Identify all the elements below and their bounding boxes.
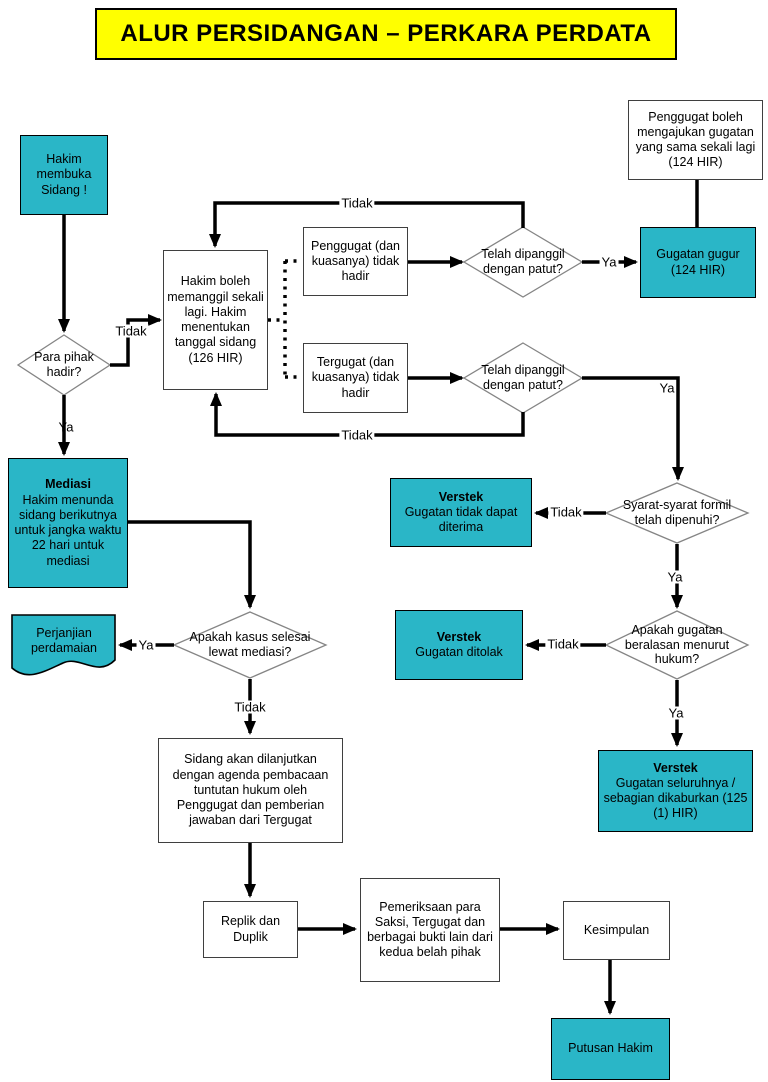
node-putusan-hakim: Putusan Hakim xyxy=(551,1018,670,1080)
edge-label-tidak-parapihak: Tidak xyxy=(113,323,149,339)
node-penggugat-tidak-hadir: Penggugat (dan kuasanya) tidak hadir xyxy=(303,227,408,296)
node-penggugat-boleh-mengajukan: Penggugat boleh mengajukan gugatan yang … xyxy=(628,100,763,180)
node-verstek-ditolak-body: Gugatan ditolak xyxy=(415,645,503,659)
node-hakim-membuka-sidang: Hakim membuka Sidang ! xyxy=(20,135,108,215)
node-verstek-dikabulkan-title: Verstek xyxy=(653,760,698,775)
edge-label-tidak-loop-top: Tidak xyxy=(339,195,375,211)
decision-kasus-selesai-shape xyxy=(172,611,328,679)
node-mediasi-body: Hakim menunda sidang berikutnya untuk ja… xyxy=(14,492,122,568)
node-kesimpulan: Kesimpulan xyxy=(563,901,670,960)
edge-label-tidak-loop-bottom: Tidak xyxy=(339,427,375,443)
node-gugatan-gugur: Gugatan gugur (124 HIR) xyxy=(640,227,756,298)
node-verstek-dikabulkan: Verstek Gugatan seluruhnya / sebagian di… xyxy=(598,750,753,832)
edge-label-tidak-mediasi: Tidak xyxy=(232,699,268,715)
edge-label-tidak-beralasan: Tidak xyxy=(545,636,581,652)
decision-telah-dipanggil-2: Telah dipanggil dengan patut? xyxy=(481,363,565,392)
node-verstek-tidak-diterima-body: Gugatan tidak dapat diterima xyxy=(404,504,518,535)
edge-label-ya-gugur: Ya xyxy=(599,254,619,270)
document-perjanjian-label: Perjanjian perdamaian xyxy=(30,626,97,655)
edge-label-ya-beralasan: Ya xyxy=(666,705,686,721)
edge-label-ya-perdamaian: Ya xyxy=(136,637,156,653)
decision-gugatan-beralasan-shape xyxy=(604,610,750,680)
arrow-parapihak-tidak xyxy=(110,314,162,367)
arrow-diamond2-ya xyxy=(582,376,684,481)
decision-kasus-selesai: Apakah kasus selesai lewat mediasi? xyxy=(189,630,311,659)
node-verstek-tidak-diterima: Verstek Gugatan tidak dapat diterima xyxy=(390,478,532,547)
page-title: ALUR PERSIDANGAN – PERKARA PERDATA xyxy=(95,8,677,60)
node-mediasi-title: Mediasi xyxy=(45,477,91,492)
connector-dashed xyxy=(268,259,301,379)
edge-label-ya-dipanggil2: Ya xyxy=(659,380,675,396)
decision-para-pihak-hadir: Para pihak hadir? xyxy=(34,350,94,379)
node-verstek-ditolak: Verstek Gugatan ditolak xyxy=(395,610,523,680)
node-tergugat-tidak-hadir: Tergugat (dan kuasanya) tidak hadir xyxy=(303,343,408,413)
node-hakim-boleh-memanggil: Hakim boleh memanggil sekali lagi. Hakim… xyxy=(163,250,268,390)
edge-label-ya-syarat: Ya xyxy=(665,569,685,585)
decision-syarat-formil: Syarat-syarat formil telah dipenuhi? xyxy=(622,498,732,527)
decision-gugatan-beralasan: Apakah gugatan beralasan menurut hukum? xyxy=(624,622,730,667)
arrow-mediasi-to-diamond4 xyxy=(128,520,256,609)
node-verstek-dikabulkan-body: Gugatan seluruhnya / sebagian dikaburkan… xyxy=(603,775,748,821)
node-pemeriksaan-saksi: Pemeriksaan para Saksi, Tergugat dan ber… xyxy=(360,878,500,982)
node-sidang-dilanjutkan: Sidang akan dilanjutkan dengan agenda pe… xyxy=(158,738,343,843)
decision-syarat-formil-shape xyxy=(604,482,750,544)
node-mediasi: Mediasi Hakim menunda sidang berikutnya … xyxy=(8,458,128,588)
node-verstek-tidak-diterima-title: Verstek xyxy=(438,489,484,504)
decision-dipanggil-1-shape xyxy=(462,226,584,298)
flow-arrows xyxy=(58,180,699,1015)
node-verstek-ditolak-title: Verstek xyxy=(436,629,482,644)
edge-label-ya-parapihak: Ya xyxy=(58,419,74,435)
node-replik-duplik: Replik dan Duplik xyxy=(203,901,298,958)
decision-telah-dipanggil-1: Telah dipanggil dengan patut? xyxy=(481,247,565,276)
document-perjanjian-shape xyxy=(11,614,116,676)
edge-label-tidak-syarat: Tidak xyxy=(548,504,584,520)
